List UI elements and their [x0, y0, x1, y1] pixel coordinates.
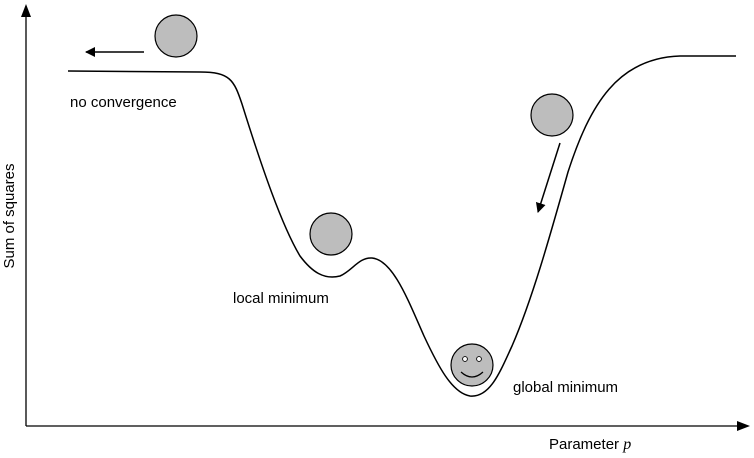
x-variable: p — [622, 436, 631, 453]
cost-curve — [67, 55, 736, 397]
smiley-mouth — [460, 371, 484, 378]
global-minimum-label: global minimum — [513, 379, 618, 396]
local-minimum-label: local minimum — [233, 290, 329, 307]
ball-icon — [154, 14, 198, 58]
x-axis-arrowhead — [737, 421, 750, 431]
ball-icon — [309, 212, 353, 256]
y-axis-label: Sum of squares — [1, 163, 18, 268]
x-axis-label: Parameter p — [549, 436, 631, 453]
smiley-eye-right — [476, 356, 482, 362]
arrow-icon — [535, 142, 561, 213]
no-convergence-label: no convergence — [70, 94, 177, 111]
y-axis-arrowhead — [21, 4, 31, 17]
smiley-eye-left — [462, 356, 468, 362]
smiley-ball-icon — [450, 343, 494, 387]
ball-icon — [530, 93, 574, 137]
